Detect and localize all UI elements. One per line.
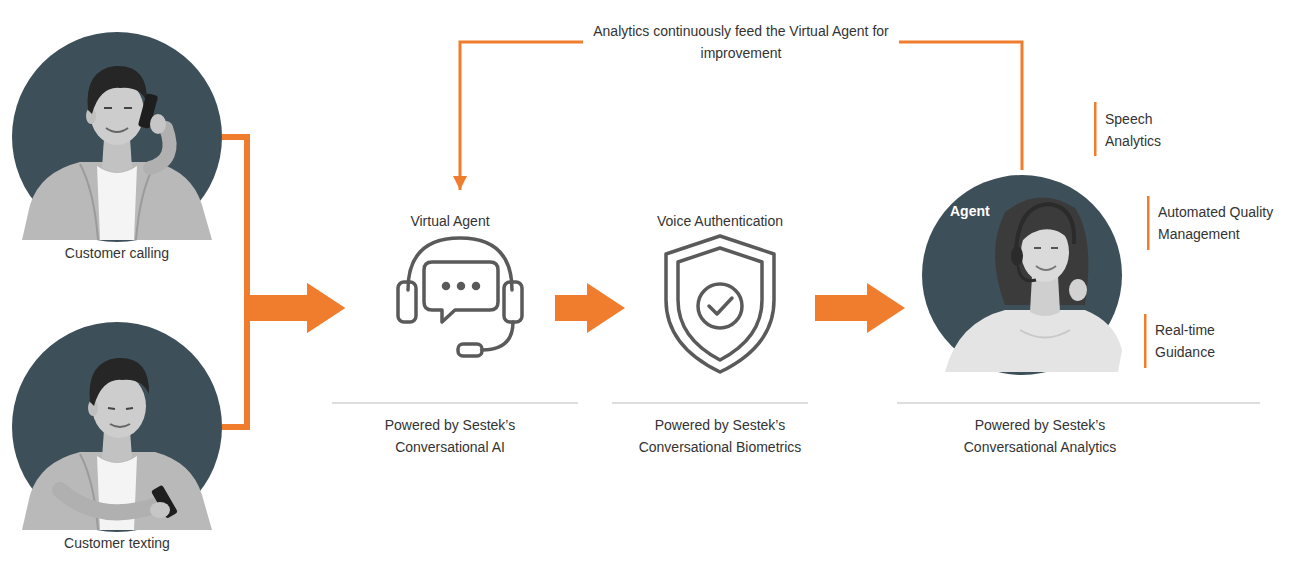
customer-figure — [104, 107, 132, 109]
customer-figure — [80, 454, 98, 530]
node-title: Agent — [950, 200, 1030, 222]
shield-icon — [678, 248, 762, 360]
node-caption: Powered by Sestek’s Conversational AI — [355, 414, 545, 458]
flow-arrow — [555, 283, 625, 333]
agent-figure — [1034, 247, 1058, 249]
node-title: Customer calling — [12, 242, 222, 264]
flow-arrow — [222, 283, 345, 430]
label-bar — [1094, 102, 1097, 156]
circle-shape — [922, 175, 1122, 375]
customer-circle: Customer calling — [12, 32, 222, 268]
customer-circle: Customer texting — [12, 322, 222, 558]
service-panel: Virtual AgentPowered by Sestek’s Convers… — [345, 190, 555, 462]
feature-label: Speech Analytics — [1105, 108, 1190, 152]
agent-figure — [945, 197, 1122, 372]
customer-figure — [150, 128, 170, 168]
feedback-arrow — [460, 42, 1022, 190]
headset-icon — [398, 282, 416, 322]
customer-figure — [108, 408, 133, 409]
headset-icon — [444, 284, 449, 289]
divider-line — [612, 402, 808, 404]
agent-figure — [1036, 266, 1056, 270]
shield-icon — [709, 298, 732, 314]
headset-icon — [504, 282, 522, 322]
agent-figure — [1011, 246, 1023, 266]
customer-figure — [90, 358, 149, 406]
customer-figure — [136, 164, 155, 240]
shield-icon — [698, 284, 742, 328]
circle-shape — [12, 32, 222, 268]
customer-figure — [22, 358, 212, 530]
customer-figure — [97, 166, 137, 240]
feature-label: Real-time Guidance — [1155, 319, 1245, 363]
label-holder: Real-time Guidance — [1155, 319, 1245, 363]
node-caption: Powered by Sestek’s Conversational Biome… — [625, 414, 815, 458]
headset-icon — [474, 284, 479, 289]
circle-shape — [12, 322, 222, 558]
shield-icon — [666, 236, 774, 372]
label-holder: Analytics continuously feed the Virtual … — [583, 20, 899, 64]
customer-figure — [22, 66, 212, 240]
flow-arrow — [815, 283, 905, 333]
edge-label: Analytics continuously feed the Virtual … — [583, 20, 899, 64]
divider-line — [897, 402, 1260, 404]
label-holder: Speech Analytics — [1105, 108, 1190, 152]
customer-figure — [151, 485, 178, 519]
label-bar — [1147, 196, 1150, 250]
node-caption: Powered by Sestek’s Conversational Analy… — [945, 414, 1135, 458]
feature-label: Automated Quality Management — [1158, 201, 1293, 245]
label-holder: Automated Quality Management — [1158, 201, 1293, 245]
node-title: Customer texting — [12, 532, 222, 554]
agent-figure — [1018, 266, 1036, 281]
node-title: Virtual Agent — [345, 210, 555, 232]
headset-icon — [459, 284, 464, 289]
circle-shape — [12, 32, 222, 242]
customer-figure — [22, 452, 212, 530]
customer-figure — [88, 66, 147, 114]
agent-figure — [1020, 330, 1070, 338]
agent-figure — [1069, 279, 1087, 301]
circle-shape — [12, 322, 222, 532]
headset-icon — [424, 262, 498, 322]
customer-figure — [80, 164, 98, 240]
agent-figure — [1016, 204, 1074, 252]
customer-figure — [150, 502, 170, 518]
headset-icon — [482, 322, 513, 350]
divider-line — [332, 402, 578, 404]
customer-figure — [110, 424, 130, 427]
agent-circle: AgentPowered by Sestek’s Conversational … — [905, 170, 1140, 462]
headset-icon — [398, 238, 522, 356]
shield-icon — [666, 236, 774, 372]
agent-figure — [945, 310, 1122, 372]
customer-figure — [106, 128, 128, 132]
divider-line — [332, 402, 1260, 404]
customer-figure — [60, 490, 160, 512]
customer-figure — [150, 114, 166, 134]
node-title: Voice Authentication — [625, 210, 815, 232]
customer-figure — [22, 162, 212, 240]
service-panel: Voice AuthenticationPowered by Sestek’s … — [625, 190, 815, 462]
label-bar — [1144, 314, 1147, 368]
headset-icon — [458, 344, 482, 356]
